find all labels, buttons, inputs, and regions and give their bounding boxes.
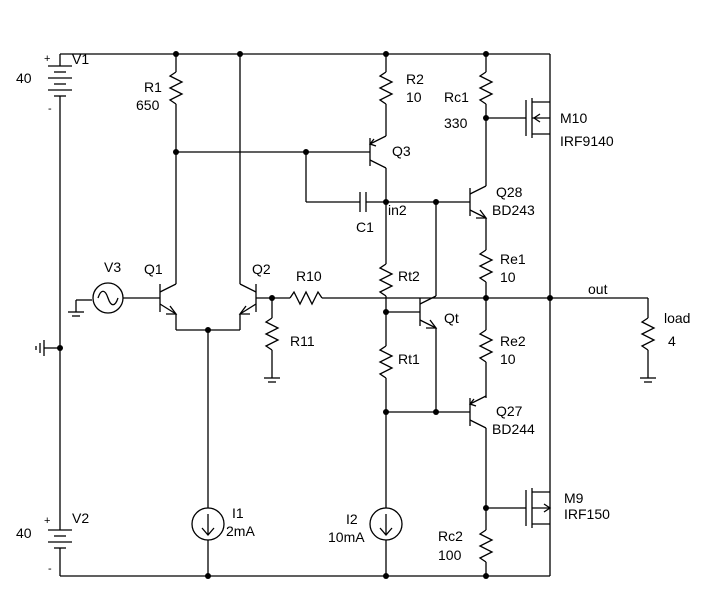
i2-current-source bbox=[369, 507, 403, 576]
r11-label: R11 bbox=[290, 333, 315, 349]
v3-signal-source bbox=[68, 282, 160, 317]
q1-label: Q1 bbox=[144, 261, 163, 277]
r1-resistor bbox=[168, 54, 184, 284]
m9-part: IRF150 bbox=[564, 506, 610, 522]
q28-part: BD243 bbox=[492, 202, 535, 218]
q3-transistor bbox=[368, 135, 387, 202]
qt-label: Qt bbox=[444, 310, 459, 326]
i1-current-source bbox=[191, 507, 225, 576]
q28-transistor bbox=[469, 185, 488, 219]
ground-symbol bbox=[35, 340, 60, 356]
r2-value: 10 bbox=[406, 89, 422, 105]
rc1-value: 330 bbox=[444, 115, 468, 131]
in2-label: in2 bbox=[388, 202, 407, 218]
q2-transistor bbox=[238, 283, 290, 330]
load-resistor bbox=[640, 298, 656, 383]
r10-resistor bbox=[289, 290, 386, 306]
q2-label: Q2 bbox=[252, 261, 271, 277]
v3-label: V3 bbox=[104, 259, 121, 275]
re2-label: Re2 bbox=[500, 333, 526, 349]
v1-battery bbox=[48, 54, 72, 348]
rc2-label: Rc2 bbox=[438, 528, 463, 544]
rc2-value: 100 bbox=[438, 547, 462, 563]
load-label: load bbox=[664, 310, 690, 326]
m10-mosfet bbox=[520, 98, 550, 138]
r2-label: R2 bbox=[406, 71, 424, 87]
out-label: out bbox=[588, 281, 608, 297]
v2-plus-label: + bbox=[44, 515, 50, 527]
m10-part: IRF9140 bbox=[560, 133, 614, 149]
c1-capacitor bbox=[359, 192, 470, 212]
r1-label: R1 bbox=[144, 79, 162, 95]
v2-battery bbox=[48, 348, 72, 576]
v2-label: V2 bbox=[72, 510, 89, 526]
v2-minus-label: - bbox=[48, 563, 52, 575]
rt2-label: Rt2 bbox=[398, 268, 420, 284]
i2-value: 10mA bbox=[328, 529, 365, 545]
r2-resistor bbox=[378, 54, 394, 136]
rt1-label: Rt1 bbox=[398, 351, 420, 367]
r11-resistor bbox=[264, 298, 280, 383]
qt-transistor bbox=[419, 202, 438, 412]
rc2-resistor bbox=[478, 529, 494, 576]
m10-label: M10 bbox=[560, 110, 587, 126]
i1-value: 2mA bbox=[226, 523, 255, 539]
q27-transistor bbox=[468, 395, 487, 530]
re2-resistor bbox=[478, 298, 494, 398]
m9-label: M9 bbox=[564, 490, 584, 506]
q28-label: Q28 bbox=[496, 184, 523, 200]
q27-label: Q27 bbox=[496, 403, 523, 419]
v1-value-label: 40 bbox=[16, 70, 32, 86]
re1-value: 10 bbox=[500, 269, 516, 285]
q1-transistor bbox=[159, 283, 178, 330]
rc1-label: Rc1 bbox=[444, 89, 469, 105]
re1-resistor bbox=[478, 218, 494, 298]
m9-mosfet bbox=[520, 488, 552, 528]
v1-plus-label: + bbox=[44, 53, 50, 65]
r10-label: R10 bbox=[296, 268, 322, 284]
rt1-resistor bbox=[378, 345, 394, 508]
load-value: 4 bbox=[668, 333, 676, 349]
v1-minus-label: - bbox=[48, 103, 52, 115]
q27-part: BD244 bbox=[492, 421, 535, 437]
v2-value-label: 40 bbox=[16, 525, 32, 541]
v1-label: V1 bbox=[72, 51, 89, 67]
c1-label: C1 bbox=[356, 219, 374, 235]
re2-value: 10 bbox=[500, 351, 516, 367]
r1-value: 650 bbox=[136, 97, 160, 113]
re1-label: Re1 bbox=[500, 251, 526, 267]
rt2-resistor bbox=[378, 202, 394, 346]
i1-label: I1 bbox=[232, 505, 244, 521]
q3-label: Q3 bbox=[392, 143, 411, 159]
i2-label: I2 bbox=[346, 511, 358, 527]
